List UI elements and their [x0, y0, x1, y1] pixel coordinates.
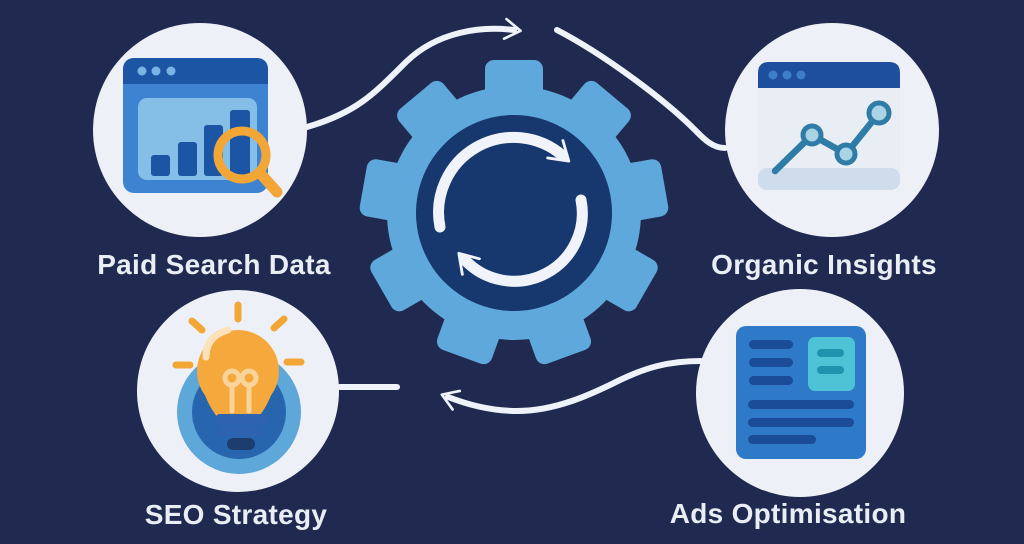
node-seo-strategy: [137, 290, 339, 492]
bar-chart-search-window-icon: [123, 58, 283, 198]
browser-header: [123, 58, 268, 84]
magnifier-icon: [213, 126, 283, 198]
browser-header-dots: [137, 66, 176, 76]
browser-footer: [758, 168, 900, 190]
connector-top-to-organic: [554, 27, 728, 151]
label-organic-insights: Organic Insights: [711, 249, 937, 280]
node-ads-optimisation: [696, 289, 904, 497]
label-paid-search-data: Paid Search Data: [97, 249, 331, 280]
bulb-highlight: [202, 326, 232, 361]
label-ads-optimisation: Ads Optimisation: [669, 498, 907, 529]
document-text-lines-wide: [748, 400, 854, 444]
browser-header: [758, 62, 900, 88]
ad-thumbnail-box: [808, 337, 855, 391]
browser-window: [758, 62, 900, 190]
lightbulb-icon: [172, 301, 305, 474]
bulb-taper: [201, 384, 275, 417]
line-chart-window-icon: [758, 62, 900, 190]
browser-header-dots: [768, 70, 806, 80]
cycle-arrows-icon: [433, 131, 588, 287]
bar-chart-bars: [151, 110, 250, 176]
cycle-arrow-bottom: [457, 194, 588, 287]
ad-document-icon: [736, 326, 866, 459]
connector-ads-to-bottom-arrow: [440, 358, 704, 415]
lightbulb-rays: [172, 301, 305, 369]
line-chart-line: [771, 109, 883, 175]
label-seo-strategy: SEO Strategy: [144, 499, 328, 530]
document-text-lines-short: [749, 340, 793, 385]
bulb-base-cap: [227, 438, 255, 450]
node-paid-search-data: [93, 23, 307, 237]
connector-arrows: [304, 17, 728, 415]
bulb-base-bottom: [219, 426, 263, 437]
bulb-base-top: [215, 414, 267, 425]
line-chart-points: [800, 100, 892, 166]
ad-thumbnail-lines: [817, 349, 844, 374]
sync-gear-icon: [359, 60, 669, 365]
bulb-filament: [222, 368, 259, 414]
cycle-arrow-top: [433, 131, 571, 233]
node-organic-insights: [725, 23, 939, 237]
connector-paid-to-top-arrow: [304, 17, 522, 130]
